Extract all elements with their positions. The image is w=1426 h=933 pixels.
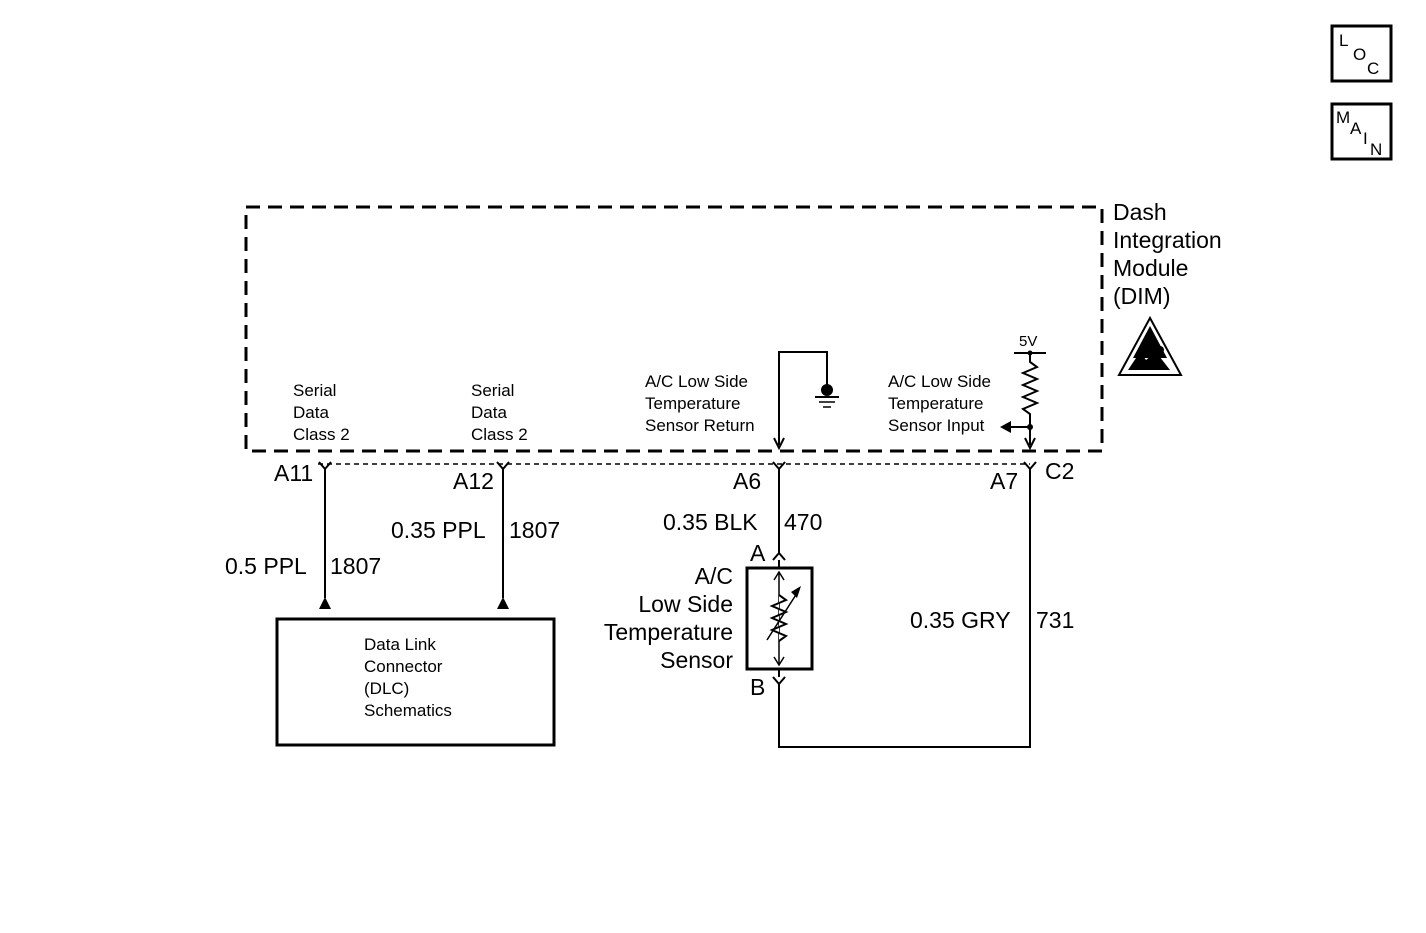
temperature-sensor: A A/C Low Side Temperature Sensor B (604, 540, 814, 700)
svg-text:A/C Low Side: A/C Low Side (888, 372, 991, 391)
sensor-name-line-2: Low Side (638, 591, 733, 617)
module-boundary (244, 205, 1104, 453)
svg-text:Temperature: Temperature (888, 394, 983, 413)
svg-text:Data: Data (471, 403, 507, 422)
svg-text:Sensor Return: Sensor Return (645, 416, 755, 435)
main-letter-m: M (1336, 108, 1350, 127)
loc-button[interactable]: L O C (1330, 24, 1393, 83)
wire-a7: 0.35 GRY 731 (910, 607, 1074, 633)
svg-text:Serial: Serial (471, 381, 514, 400)
wire-a6-circuit: 470 (784, 509, 822, 535)
loc-letter-l: L (1339, 31, 1348, 50)
svg-text:A/C Low Side: A/C Low Side (645, 372, 748, 391)
svg-text:A6: A6 (733, 468, 761, 494)
svg-text:Connector: Connector (364, 657, 443, 676)
pin-a12: A12 (453, 461, 510, 494)
sensor-return-loop (778, 469, 1031, 748)
svg-text:Integration: Integration (1113, 227, 1222, 253)
loc-letter-c: C (1367, 59, 1379, 78)
sensor-name-line-3: Temperature (604, 619, 733, 645)
pin-a7: A7 (990, 461, 1037, 494)
svg-text:Module: Module (1113, 255, 1188, 281)
dlc-box: Data Link Connector (DLC) Schematics (275, 617, 556, 747)
wire-a6-spec: 0.35 BLK (663, 509, 758, 535)
wire-a11: 0.5 PPL 1807 (225, 469, 381, 609)
wire-a12-spec: 0.35 PPL (391, 517, 486, 543)
wire-a7-circuit: 731 (1036, 607, 1074, 633)
internal-label-a11: Serial Data Class 2 (293, 381, 350, 444)
wire-a6: 0.35 BLK 470 (663, 469, 822, 554)
svg-text:Data Link: Data Link (364, 635, 436, 654)
main-button[interactable]: M A I N (1330, 102, 1393, 161)
wire-a12-circuit: 1807 (509, 517, 560, 543)
connector-label: C2 (1045, 458, 1074, 484)
wire-a11-circuit: 1807 (330, 553, 381, 579)
svg-text:A11: A11 (274, 460, 313, 486)
svg-text:Serial: Serial (293, 381, 336, 400)
sensor-pin-b: B (750, 674, 765, 700)
main-letter-n: N (1370, 140, 1382, 159)
pin-a6: A6 (733, 461, 786, 494)
svg-text:(DLC): (DLC) (364, 679, 409, 698)
svg-text:Schematics: Schematics (364, 701, 452, 720)
svg-text:Class 2: Class 2 (471, 425, 528, 444)
pullup-resistor: 5V (1000, 333, 1046, 451)
main-letter-a: A (1350, 119, 1362, 138)
wire-a11-spec: 0.5 PPL (225, 553, 307, 579)
svg-text:Sensor Input: Sensor Input (888, 416, 985, 435)
main-letter-i: I (1363, 129, 1368, 148)
sensor-name-line-1: A/C (695, 563, 733, 589)
wire-a7-spec: 0.35 GRY (910, 607, 1011, 633)
wire-a12: 0.35 PPL 1807 (391, 469, 560, 609)
svg-text:(DIM): (DIM) (1113, 283, 1170, 309)
svg-text:Temperature: Temperature (645, 394, 740, 413)
svg-text:Class 2: Class 2 (293, 425, 350, 444)
ground-symbol (778, 351, 839, 445)
loc-letter-o: O (1353, 45, 1366, 64)
module-name: Dash Integration Module (DIM) (1113, 199, 1222, 309)
internal-label-a6: A/C Low Side Temperature Sensor Return (645, 372, 755, 435)
svg-text:Data: Data (293, 403, 329, 422)
esd-warning-icon (1117, 315, 1183, 376)
sensor-name-line-4: Sensor (660, 647, 733, 673)
svg-text:A7: A7 (990, 468, 1018, 494)
internal-label-a12: Serial Data Class 2 (471, 381, 528, 444)
internal-label-a7: A/C Low Side Temperature Sensor Input (888, 372, 991, 435)
svg-text:Dash: Dash (1113, 199, 1167, 225)
sensor-pin-a: A (750, 540, 766, 566)
voltage-label: 5V (1019, 333, 1037, 350)
svg-text:A12: A12 (453, 468, 494, 494)
